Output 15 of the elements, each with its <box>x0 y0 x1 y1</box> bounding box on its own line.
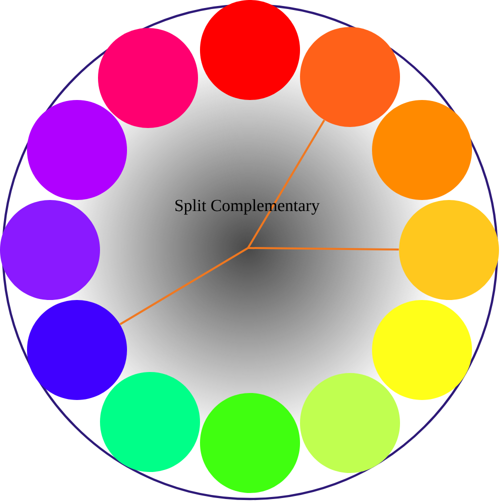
color-circle <box>27 100 127 200</box>
color-circle <box>372 300 472 400</box>
line <box>247 120 326 248</box>
color-circle <box>100 372 200 472</box>
color-circle <box>200 393 300 493</box>
color-circle <box>0 200 100 300</box>
color-circle <box>200 0 300 100</box>
color-circle <box>300 373 400 473</box>
color-circle <box>98 28 198 128</box>
color-circle <box>372 100 472 200</box>
line <box>120 247 249 326</box>
color-circle <box>27 300 127 400</box>
line <box>248 247 399 250</box>
color-circle <box>300 27 400 127</box>
color-circle <box>399 200 499 300</box>
